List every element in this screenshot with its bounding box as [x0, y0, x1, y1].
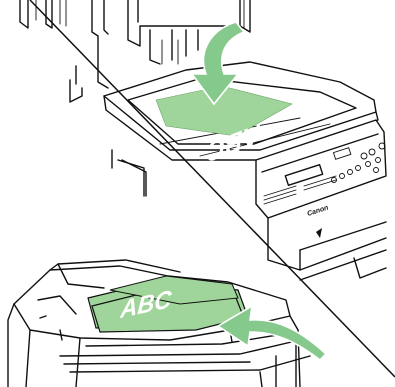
power-indicator-icon — [316, 228, 322, 238]
hinge-mark — [122, 160, 146, 196]
brand-logo-text: Canon — [306, 205, 329, 218]
platen-scene: ABC — [20, 0, 386, 280]
